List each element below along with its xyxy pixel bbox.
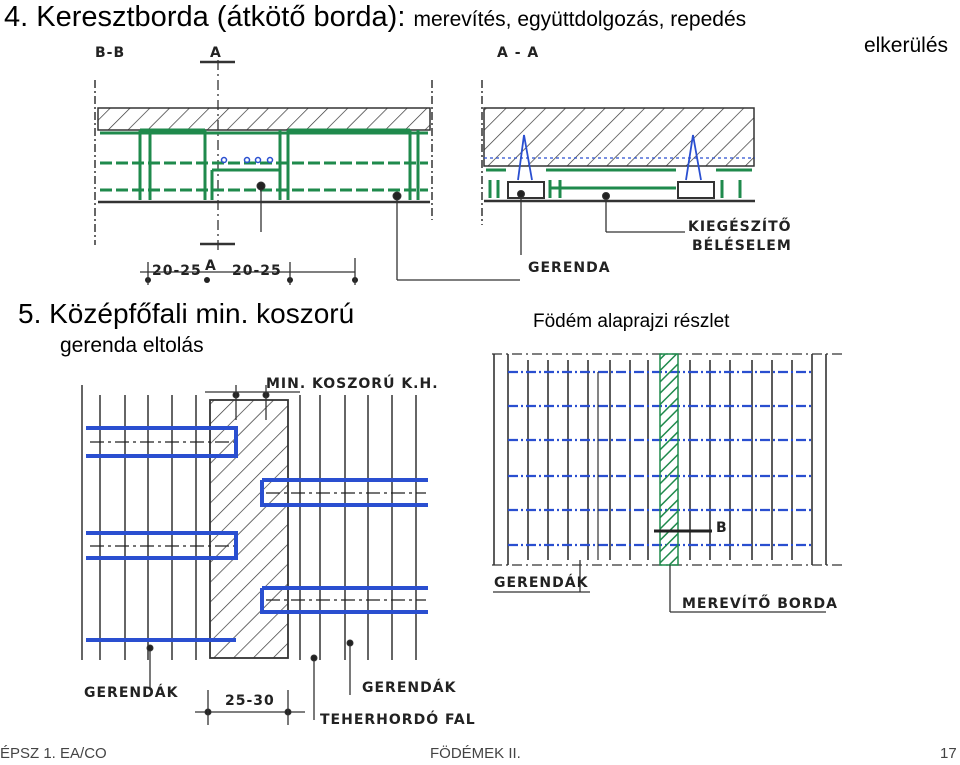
label-teherhordo-fal: TEHERHORDÓ FAL bbox=[320, 710, 476, 728]
label-a-bottom: A bbox=[205, 258, 217, 274]
label-plan-gerendak: GERENDÁK bbox=[494, 574, 589, 591]
label-bb: B-B bbox=[95, 45, 125, 61]
label-gerendak-right: GERENDÁK bbox=[362, 679, 457, 696]
label-kiegeszito-1: KIEGÉSZÍTŐ bbox=[688, 217, 792, 235]
plan-drawing bbox=[492, 353, 842, 613]
title-main-text: 4. Keresztborda (átkötő borda): bbox=[4, 1, 406, 33]
dim-right: 20-25 bbox=[232, 263, 282, 279]
label-gerenda: GERENDA bbox=[528, 260, 611, 276]
label-b: B bbox=[716, 520, 728, 536]
title-subtitle-part1: merevítés, együttdolgozás, repedés bbox=[413, 8, 747, 31]
section-bb bbox=[94, 60, 520, 285]
label-gerendak-left: GERENDÁK bbox=[84, 684, 179, 701]
footer-topic: FÖDÉMEK II. bbox=[430, 745, 521, 762]
label-dim-25-30: 25-30 bbox=[225, 693, 275, 709]
slide-title: 4. Keresztborda (átkötő borda): merevíté… bbox=[4, 0, 746, 37]
label-min-koszoru: MIN. KOSZORÚ K.H. bbox=[266, 374, 439, 392]
section5-drawing bbox=[81, 385, 428, 725]
section5-title: 5. Középfőfali min. koszorú bbox=[18, 298, 355, 329]
label-a-top: A bbox=[210, 45, 222, 61]
section-aa bbox=[481, 80, 755, 255]
footer-course: ÉPSZ 1. EA/CO bbox=[0, 745, 107, 762]
plan-title: Födém alaprajzi részlet bbox=[533, 311, 730, 332]
title-subtitle-part2: elkerülés bbox=[863, 34, 948, 57]
dim-left: 20-25 bbox=[152, 263, 202, 279]
label-aa: A - A bbox=[497, 45, 539, 61]
section5-subtitle: gerenda eltolás bbox=[60, 334, 204, 357]
label-merevito-borda: MEREVÍTŐ BORDA bbox=[682, 594, 838, 612]
footer-page-number: 17 bbox=[940, 745, 957, 762]
label-kiegeszito-2: BÉLÉSELEM bbox=[692, 237, 792, 254]
